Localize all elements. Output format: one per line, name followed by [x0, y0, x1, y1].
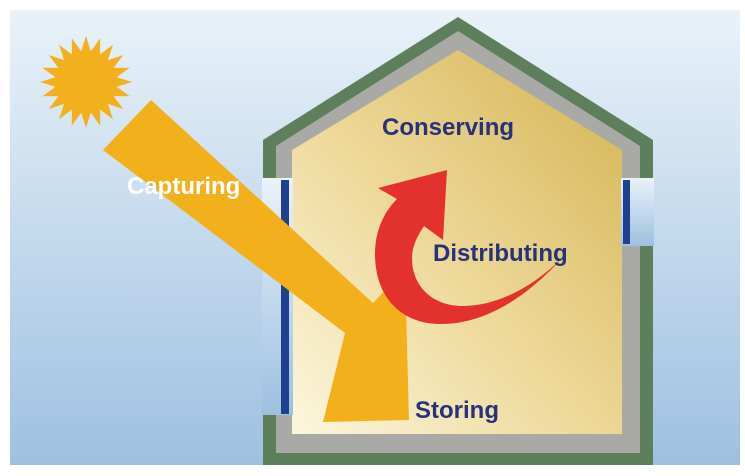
- label-capturing: Capturing: [127, 173, 240, 200]
- label-conserving: Conserving: [382, 114, 514, 141]
- sunlight-arrow: [103, 100, 409, 422]
- sun-icon: [40, 36, 132, 128]
- right-window-glass: [623, 180, 630, 244]
- label-distributing: Distributing: [433, 240, 568, 267]
- left-window-glass: [281, 180, 289, 414]
- label-storing: Storing: [415, 397, 499, 424]
- distribution-curl-arrow: [375, 170, 562, 324]
